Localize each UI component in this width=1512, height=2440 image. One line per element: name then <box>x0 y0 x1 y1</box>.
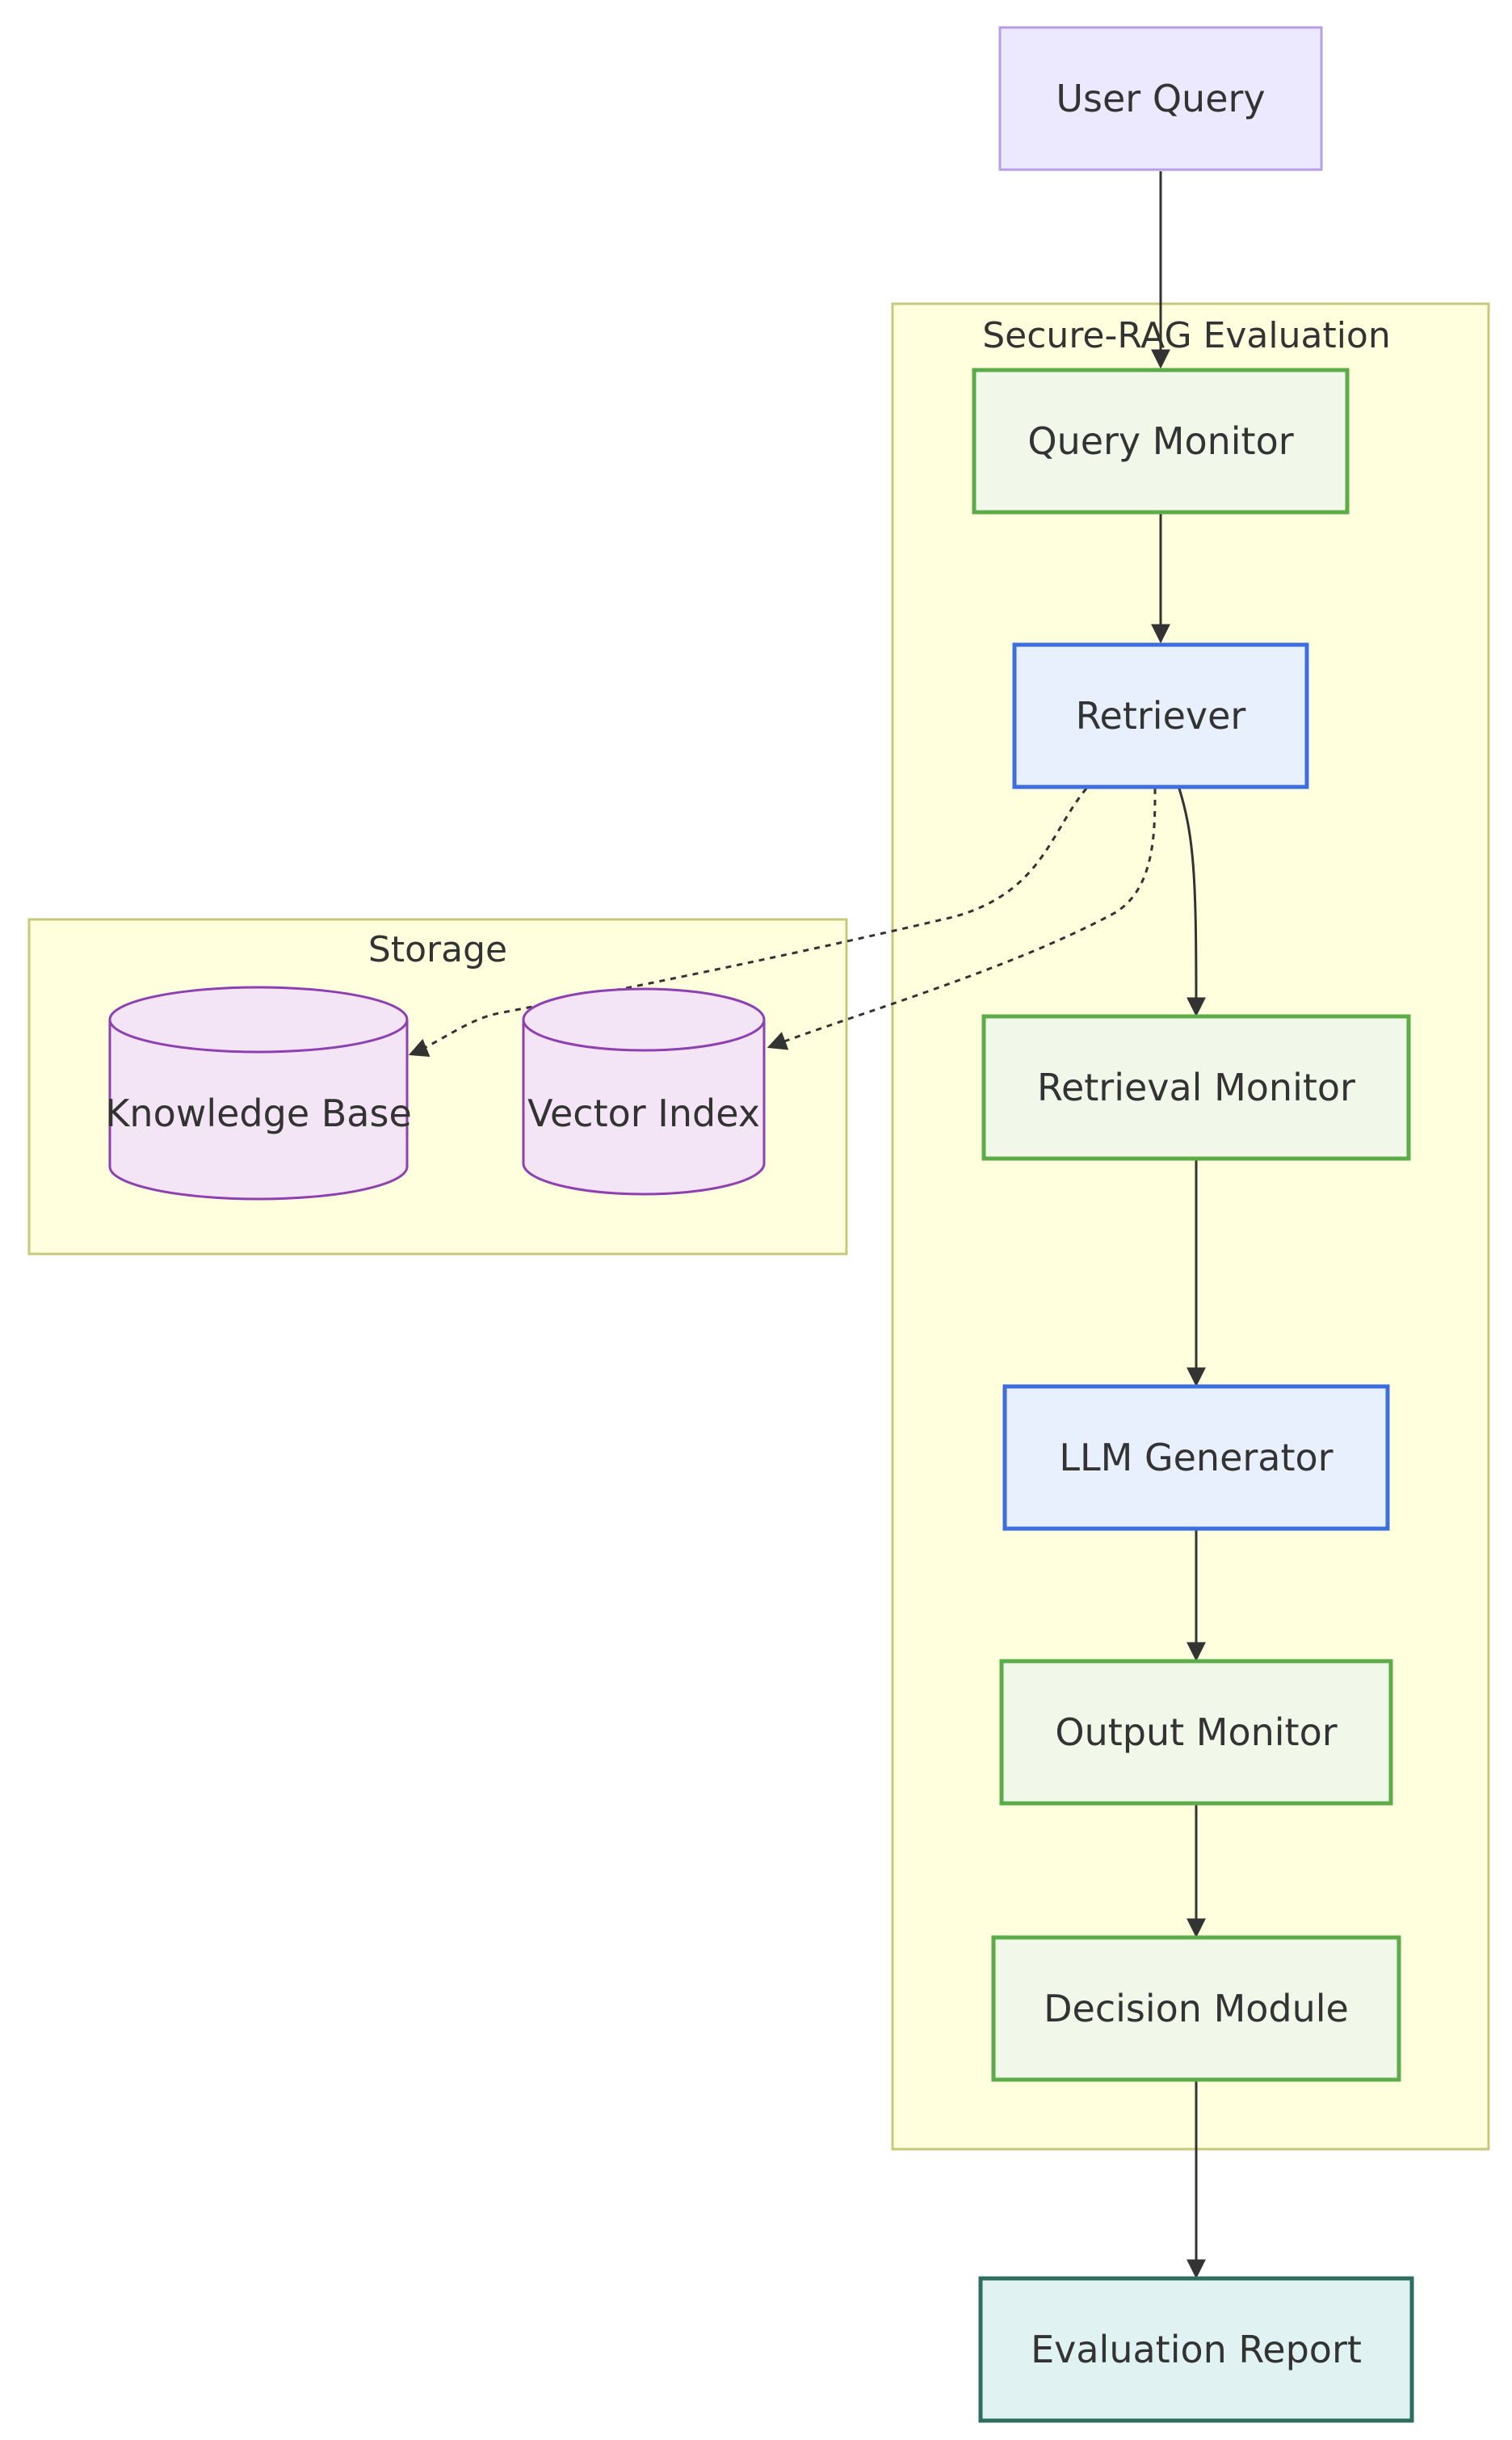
database-cylinder-icon <box>108 1020 409 1201</box>
node-label-decision-module: Decision Module <box>1044 1987 1349 2030</box>
node-retrieval-monitor: Retrieval Monitor <box>981 1014 1411 1161</box>
node-retriever: Retriever <box>1012 642 1309 789</box>
node-output-monitor: Output Monitor <box>999 1659 1393 1806</box>
edge-retriever-to-retrieval-monitor <box>1178 788 1206 1017</box>
cluster-title-secure-rag-evaluation: Secure-RAG Evaluation <box>982 315 1391 356</box>
node-label-query-monitor: Query Monitor <box>1027 419 1293 463</box>
edges <box>408 171 1206 2279</box>
node-label-user-query: User Query <box>1056 77 1265 120</box>
database-cylinder-icon <box>522 1020 766 1196</box>
node-knowledge-base: Knowledge Base <box>105 986 412 1201</box>
node-label-output-monitor: Output Monitor <box>1055 1710 1337 1754</box>
edge-retriever-to-knowledge-base <box>408 788 1088 1057</box>
node-label-retrieval-monitor: Retrieval Monitor <box>1037 1066 1355 1109</box>
node-llm-generator: LLM Generator <box>1002 1384 1390 1531</box>
node-user-query: User Query <box>998 26 1323 171</box>
cluster-secure-rag-evaluation: Secure-RAG Evaluation <box>891 302 1490 2151</box>
node-query-monitor: Query Monitor <box>972 368 1350 515</box>
node-label-vector-index: Vector Index <box>527 1092 760 1135</box>
node-vector-index: Vector Index <box>522 987 766 1196</box>
node-label-evaluation-report: Evaluation Report <box>1031 2328 1362 2371</box>
cluster-title-storage: Storage <box>368 929 507 970</box>
node-decision-module: Decision Module <box>991 1935 1401 2082</box>
node-label-llm-generator: LLM Generator <box>1059 1436 1333 1479</box>
node-evaluation-report: Evaluation Report <box>978 2276 1414 2423</box>
node-label-retriever: Retriever <box>1076 694 1246 738</box>
node-label-knowledge-base: Knowledge Base <box>105 1092 412 1135</box>
